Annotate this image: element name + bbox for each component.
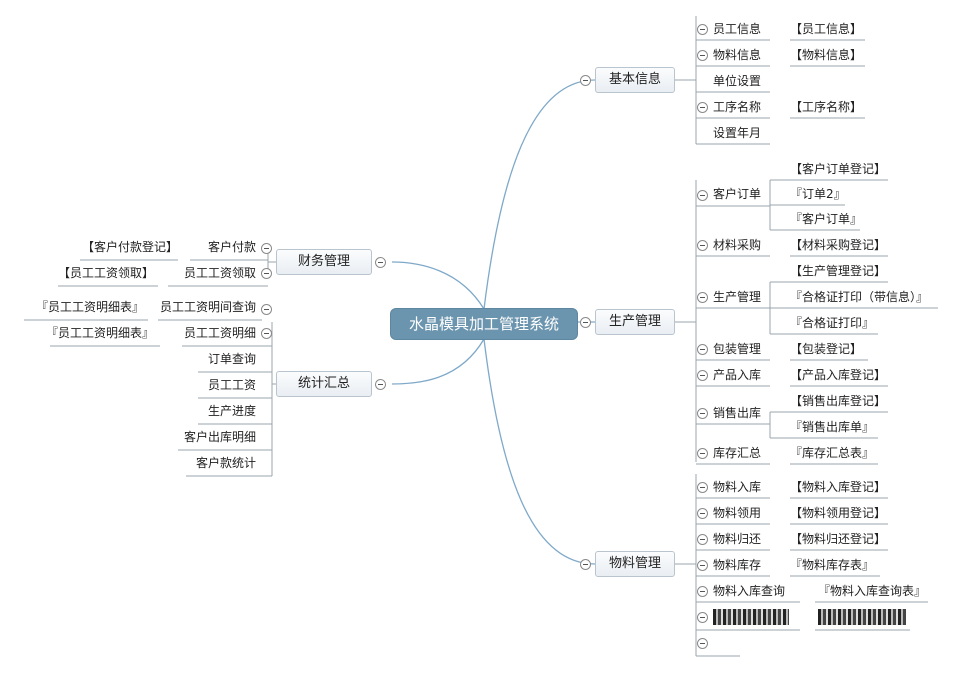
leaf-form[interactable]: 【销售出库登记】 — [790, 394, 887, 408]
leaf-label[interactable]: 客户订单 — [713, 187, 762, 201]
leaf-form[interactable]: 【物料入库登记】 — [790, 480, 887, 494]
leaf-form[interactable]: 『库存汇总表』 — [790, 446, 875, 460]
leaf-form[interactable]: 【材料采购登记】 — [790, 238, 887, 252]
collapse-toggle-icon[interactable] — [375, 379, 386, 390]
leaf-label[interactable]: 物料领用 — [713, 506, 762, 520]
leaf-label[interactable]: 物料入库 — [713, 480, 762, 494]
collapse-toggle-icon[interactable] — [375, 257, 386, 268]
leaf-form[interactable]: 【客户付款登记】 — [81, 240, 178, 254]
leaf-label[interactable]: 物料信息 — [713, 48, 762, 62]
redacted-text — [818, 609, 906, 625]
collapse-toggle-icon[interactable] — [697, 370, 708, 381]
leaf-form[interactable]: 『员工工资明细表』 — [35, 300, 144, 314]
leaf-form[interactable]: 『物料库存表』 — [790, 558, 875, 572]
leaf-form[interactable]: 【产品入库登记】 — [790, 368, 887, 382]
node-basic-info[interactable]: 基本信息 — [595, 67, 675, 93]
leaf-label[interactable]: 工序名称 — [713, 100, 762, 114]
collapse-toggle-icon[interactable] — [697, 560, 708, 571]
node-material[interactable]: 物料管理 — [595, 551, 675, 577]
collapse-toggle-icon[interactable] — [580, 75, 591, 86]
leaf-label[interactable]: 物料库存 — [713, 558, 762, 572]
leaf-label[interactable]: 设置年月 — [713, 126, 762, 140]
node-finance[interactable]: 财务管理 — [276, 249, 372, 275]
leaf-label[interactable]: 物料入库查询 — [713, 584, 786, 598]
leaf-label[interactable]: 员工工资领取 — [183, 266, 256, 280]
leaf-form[interactable]: 【员工工资领取】 — [57, 266, 154, 280]
collapse-toggle-icon[interactable] — [580, 317, 591, 328]
leaf-label[interactable]: 员工工资明间查询 — [159, 300, 256, 314]
collapse-toggle-icon[interactable] — [697, 638, 708, 649]
leaf-form[interactable]: 『合格证打印（带信息）』 — [790, 290, 929, 304]
leaf-form[interactable]: 『销售出库单』 — [790, 420, 875, 434]
collapse-toggle-icon[interactable] — [580, 559, 591, 570]
collapse-toggle-icon[interactable] — [261, 304, 272, 315]
collapse-toggle-icon[interactable] — [697, 24, 708, 35]
leaf-form[interactable]: 【物料领用登记】 — [790, 506, 887, 520]
leaf-label[interactable]: 生产进度 — [207, 404, 256, 418]
collapse-toggle-icon[interactable] — [697, 508, 708, 519]
leaf-form[interactable]: 『合格证打印』 — [790, 316, 875, 330]
leaf-form[interactable]: 【工序名称】 — [790, 100, 863, 114]
leaf-label[interactable]: 包装管理 — [713, 342, 762, 356]
collapse-toggle-icon[interactable] — [697, 612, 708, 623]
collapse-toggle-icon[interactable] — [697, 292, 708, 303]
collapse-toggle-icon[interactable] — [261, 243, 272, 254]
node-stats[interactable]: 统计汇总 — [276, 371, 372, 397]
leaf-label[interactable]: 客户付款 — [207, 240, 256, 254]
collapse-toggle-icon[interactable] — [697, 190, 708, 201]
leaf-label[interactable]: 物料归还 — [713, 532, 762, 546]
leaf-label[interactable]: 客户出库明细 — [183, 430, 256, 444]
collapse-toggle-icon[interactable] — [697, 448, 708, 459]
leaf-form[interactable]: 『订单2』 — [790, 187, 846, 201]
leaf-label[interactable]: 销售出库 — [713, 406, 762, 420]
collapse-toggle-icon[interactable] — [697, 586, 708, 597]
leaf-label[interactable]: 库存汇总 — [713, 446, 762, 460]
leaf-form[interactable]: 【包装登记】 — [790, 342, 863, 356]
redacted-text — [713, 609, 789, 625]
leaf-form[interactable]: 【物料信息】 — [790, 48, 863, 62]
leaf-label[interactable]: 员工工资 — [207, 378, 256, 392]
collapse-toggle-icon[interactable] — [261, 268, 272, 279]
collapse-toggle-icon[interactable] — [697, 534, 708, 545]
leaf-label[interactable]: 客户款统计 — [195, 456, 256, 470]
leaf-label[interactable]: 产品入库 — [713, 368, 762, 382]
collapse-toggle-icon[interactable] — [697, 240, 708, 251]
leaf-label[interactable]: 生产管理 — [713, 290, 762, 304]
collapse-toggle-icon[interactable] — [697, 408, 708, 419]
leaf-label[interactable]: 员工工资明细 — [183, 326, 256, 340]
root-node[interactable]: 水晶模具加工管理系统 — [391, 309, 577, 339]
collapse-toggle-icon[interactable] — [697, 482, 708, 493]
leaf-form[interactable]: 【员工信息】 — [790, 22, 863, 36]
leaf-label[interactable]: 订单查询 — [207, 352, 256, 366]
leaf-form[interactable]: 【客户订单登记】 — [790, 162, 887, 176]
leaf-form[interactable]: 『物料入库查询表』 — [818, 584, 927, 598]
leaf-form[interactable]: 『客户订单』 — [790, 212, 863, 226]
leaf-form[interactable]: 【物料归还登记】 — [790, 532, 887, 546]
collapse-toggle-icon[interactable] — [261, 328, 272, 339]
leaf-label[interactable]: 员工信息 — [713, 22, 762, 36]
collapse-toggle-icon[interactable] — [697, 344, 708, 355]
leaf-label[interactable]: 单位设置 — [713, 74, 762, 88]
leaf-form[interactable]: 『员工工资明细表』 — [45, 326, 154, 340]
collapse-toggle-icon[interactable] — [697, 50, 708, 61]
collapse-toggle-icon[interactable] — [697, 102, 708, 113]
leaf-label[interactable]: 材料采购 — [713, 238, 762, 252]
node-production[interactable]: 生产管理 — [595, 309, 675, 335]
leaf-form[interactable]: 【生产管理登记】 — [790, 264, 887, 278]
